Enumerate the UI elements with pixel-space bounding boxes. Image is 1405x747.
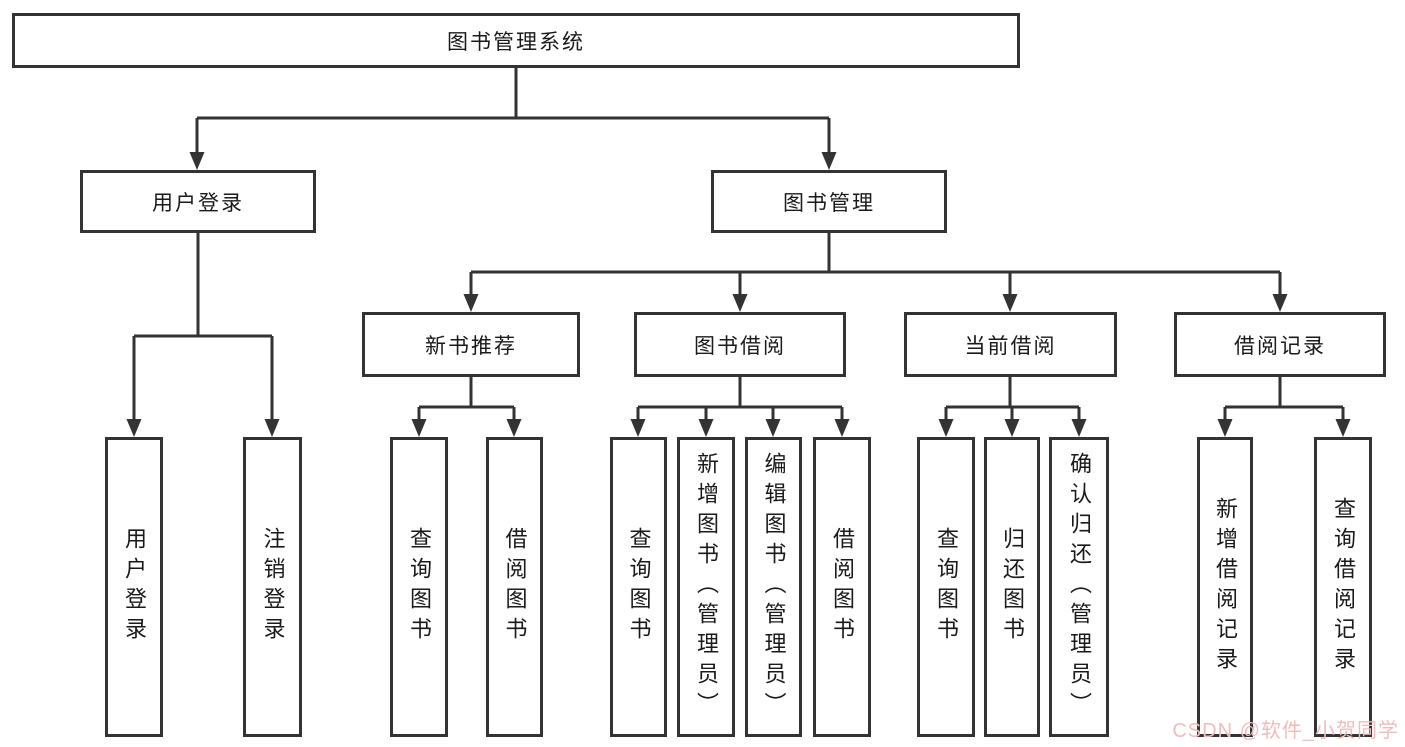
leaf-borrow-edit-book-admin: 编辑图书（管理员） — [745, 437, 802, 737]
leaf-recommend-borrow-book-label: 借阅图书 — [502, 527, 528, 647]
node-root-label: 图书管理系统 — [447, 30, 585, 54]
leaf-borrow-borrow-book-label: 借阅图书 — [830, 527, 855, 647]
leaf-recommend-query-book-label: 查询图书 — [407, 527, 432, 647]
node-borrow-records: 借阅记录 — [1174, 312, 1386, 377]
leaf-logout: 注销登录 — [243, 437, 302, 737]
node-root: 图书管理系统 — [12, 13, 1020, 68]
leaf-borrow-query-book-label: 查询图书 — [626, 527, 652, 647]
leaf-recommend-borrow-book: 借阅图书 — [486, 437, 543, 737]
node-new-book-recommend: 新书推荐 — [362, 312, 580, 377]
leaf-recommend-query-book: 查询图书 — [390, 437, 448, 737]
leaf-current-query-book-label: 查询图书 — [934, 527, 959, 647]
leaf-user-login: 用户登录 — [105, 437, 163, 737]
leaf-current-return-book-label: 归还图书 — [1000, 527, 1025, 647]
leaf-borrow-borrow-book: 借阅图书 — [813, 437, 871, 737]
leaf-current-confirm-return-admin: 确认归还（管理员） — [1049, 437, 1109, 737]
leaf-records-query-record-label: 查询借阅记录 — [1331, 497, 1356, 677]
leaf-records-add-record-label: 新增借阅记录 — [1213, 497, 1238, 677]
leaf-logout-label: 注销登录 — [260, 527, 286, 647]
leaf-borrow-add-book-admin: 新增图书（管理员） — [677, 437, 735, 737]
leaf-current-return-book: 归还图书 — [984, 437, 1040, 737]
leaf-current-query-book: 查询图书 — [917, 437, 975, 737]
node-user-login: 用户登录 — [80, 170, 316, 233]
leaf-borrow-query-book: 查询图书 — [610, 437, 667, 737]
node-book-management: 图书管理 — [711, 170, 947, 233]
arrowheads — [126, 152, 1351, 437]
leaf-records-add-record: 新增借阅记录 — [1197, 437, 1253, 737]
leaf-current-confirm-return-admin-label: 确认归还（管理员） — [1067, 452, 1092, 722]
node-borrow-records-label: 借阅记录 — [1234, 334, 1326, 358]
leaf-borrow-edit-book-admin-label: 编辑图书（管理员） — [761, 452, 787, 722]
node-book-borrow-label: 图书借阅 — [694, 334, 786, 358]
leaf-borrow-add-book-admin-label: 新增图书（管理员） — [694, 452, 719, 722]
node-new-book-recommend-label: 新书推荐 — [425, 334, 517, 358]
node-current-borrow: 当前借阅 — [904, 312, 1117, 377]
node-current-borrow-label: 当前借阅 — [964, 334, 1057, 358]
node-book-borrow: 图书借阅 — [634, 312, 846, 377]
node-book-management-label: 图书管理 — [783, 191, 875, 215]
leaf-user-login-label: 用户登录 — [122, 527, 147, 647]
csdn-watermark: CSDN @软件_小贺同学 — [1172, 720, 1399, 742]
leaf-records-query-record: 查询借阅记录 — [1314, 437, 1372, 737]
node-user-login-label: 用户登录 — [152, 191, 244, 215]
